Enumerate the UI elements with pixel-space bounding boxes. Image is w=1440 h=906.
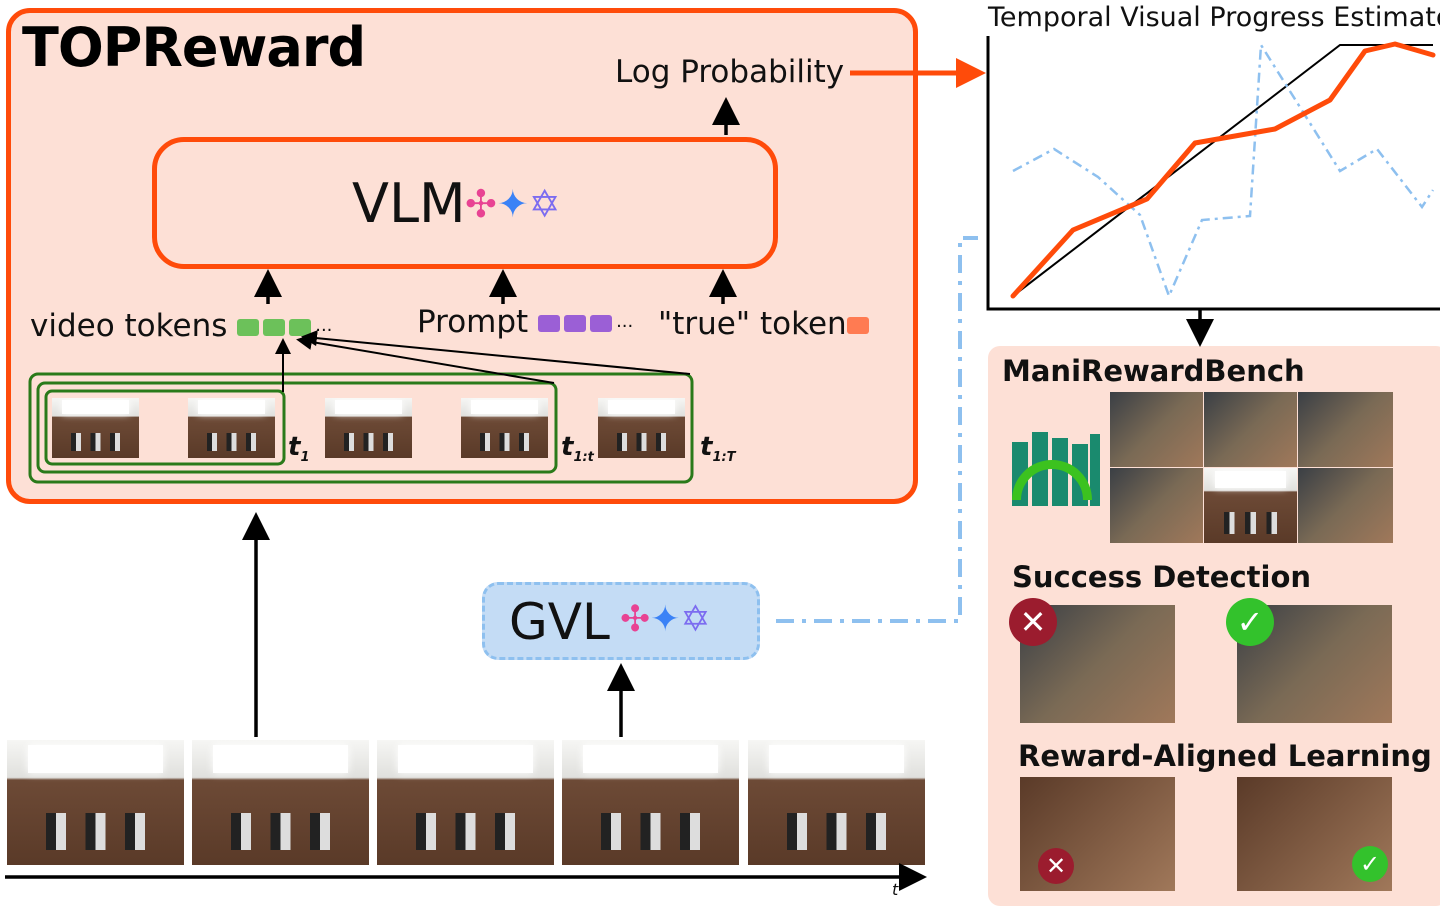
video-frame	[377, 740, 554, 865]
topreward-title: TOPReward	[22, 16, 366, 79]
video-frame	[562, 740, 739, 865]
log-probability-label: Log Probability	[615, 54, 845, 90]
ground-truth-line	[1012, 44, 1433, 297]
video-frame	[192, 740, 369, 865]
t1T-label: t1:T	[700, 432, 736, 466]
topreward-progress-line	[1010, 41, 1436, 299]
vlm-box: VLM ✣✦✡	[152, 137, 778, 269]
gvl-progress-line	[1012, 41, 1435, 300]
reward-aligned-learning-heading: Reward-Aligned Learning	[1018, 739, 1432, 773]
gvl-label: GVL	[509, 593, 610, 651]
model-logos-icon: ✣✦✡	[465, 182, 561, 226]
frame-thumb	[461, 398, 548, 458]
chart-title: Temporal Visual Progress Estimator	[988, 2, 1440, 33]
true-token-label: "true" token	[658, 306, 873, 342]
benchmark-image	[1204, 392, 1297, 467]
t1t-label: t1:t	[561, 432, 594, 466]
benchmark-image	[1110, 392, 1203, 467]
frame-thumb	[52, 398, 139, 458]
vlm-label: VLM	[352, 172, 466, 235]
x-icon: ✕	[1009, 598, 1057, 646]
benchmark-image	[1298, 392, 1393, 467]
benchmark-image	[1298, 468, 1393, 543]
video-tokens-label: video tokens ···	[30, 308, 333, 344]
time-axis-label: t	[892, 880, 899, 899]
success-detection-heading: Success Detection	[1012, 560, 1312, 594]
video-frame	[748, 740, 925, 865]
prompt-label: Prompt ···	[417, 304, 634, 340]
frame-groups	[28, 372, 694, 484]
gauge-chart-icon	[1012, 430, 1100, 506]
t1-label: t1	[288, 432, 310, 466]
benchmark-image	[1204, 468, 1297, 543]
check-icon: ✓	[1352, 846, 1388, 882]
manirewardbench-heading: ManiRewardBench	[1002, 354, 1305, 388]
x-icon: ✕	[1038, 848, 1074, 884]
frame-thumb	[598, 398, 685, 458]
chart-axes	[986, 36, 1440, 311]
frame-thumb	[188, 398, 275, 458]
model-logos-icon: ✣✦✡	[620, 599, 711, 640]
benchmark-image	[1110, 468, 1203, 543]
gvl-box: GVL ✣✦✡	[482, 582, 760, 660]
gvl-arrow	[776, 236, 978, 623]
check-icon: ✓	[1226, 598, 1274, 646]
video-frame	[7, 740, 184, 865]
frame-thumb	[325, 398, 412, 458]
